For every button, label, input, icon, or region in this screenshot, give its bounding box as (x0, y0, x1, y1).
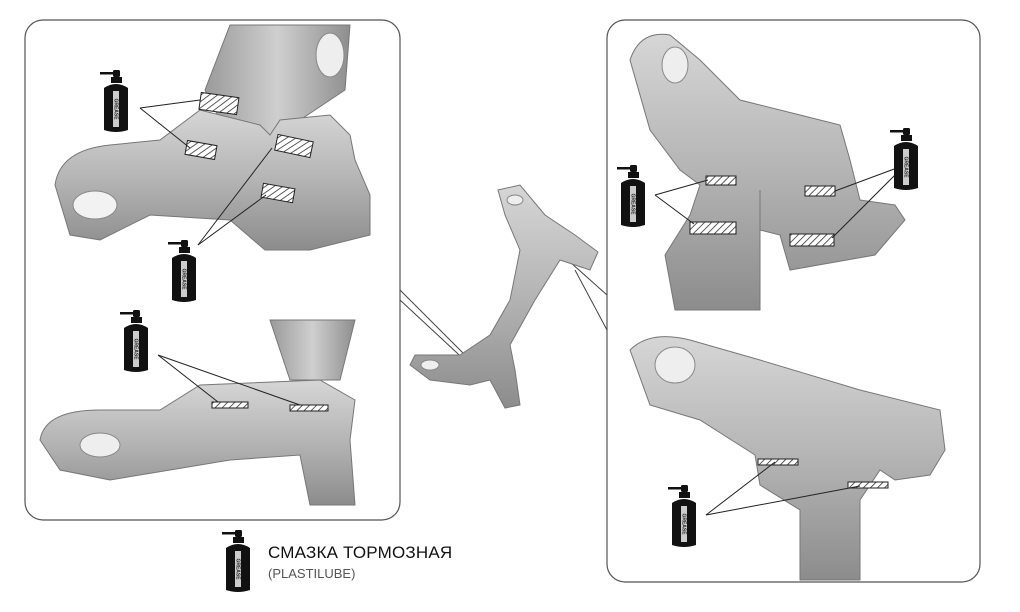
grease-can-icon: GREASE (120, 310, 148, 372)
legend-grease-can-icon: GREASE (222, 530, 250, 592)
callout-lines (399, 261, 608, 366)
can-label: GREASE (113, 98, 119, 120)
bracket-top-right-view (629, 33, 906, 311)
can-label: GREASE (181, 268, 187, 290)
can-label: GREASE (133, 338, 139, 360)
can-label: GREASE (903, 156, 909, 178)
grease-can-icon: GREASE (668, 485, 696, 547)
bracket-bottom-left-view (39, 319, 356, 506)
legend-can-label: GREASE (235, 558, 241, 580)
can-label: GREASE (681, 513, 687, 535)
grease-can-icon: GREASE (168, 240, 196, 302)
grease-leader-lines (139, 99, 906, 516)
bracket-top-left-view (54, 24, 371, 251)
legend-title: СМАЗКА ТОРМОЗНАЯ (268, 543, 453, 562)
grease-can-icon: GREASE (890, 128, 918, 190)
bracket-bottom-right-view (629, 336, 946, 581)
can-label: GREASE (630, 193, 636, 215)
grease-can-icon: GREASE (617, 165, 645, 227)
caliper-bracket-overview (409, 184, 599, 409)
grease-can-icon: GREASE (100, 70, 128, 132)
legend-subtitle: (PLASTILUBE) (268, 566, 356, 581)
